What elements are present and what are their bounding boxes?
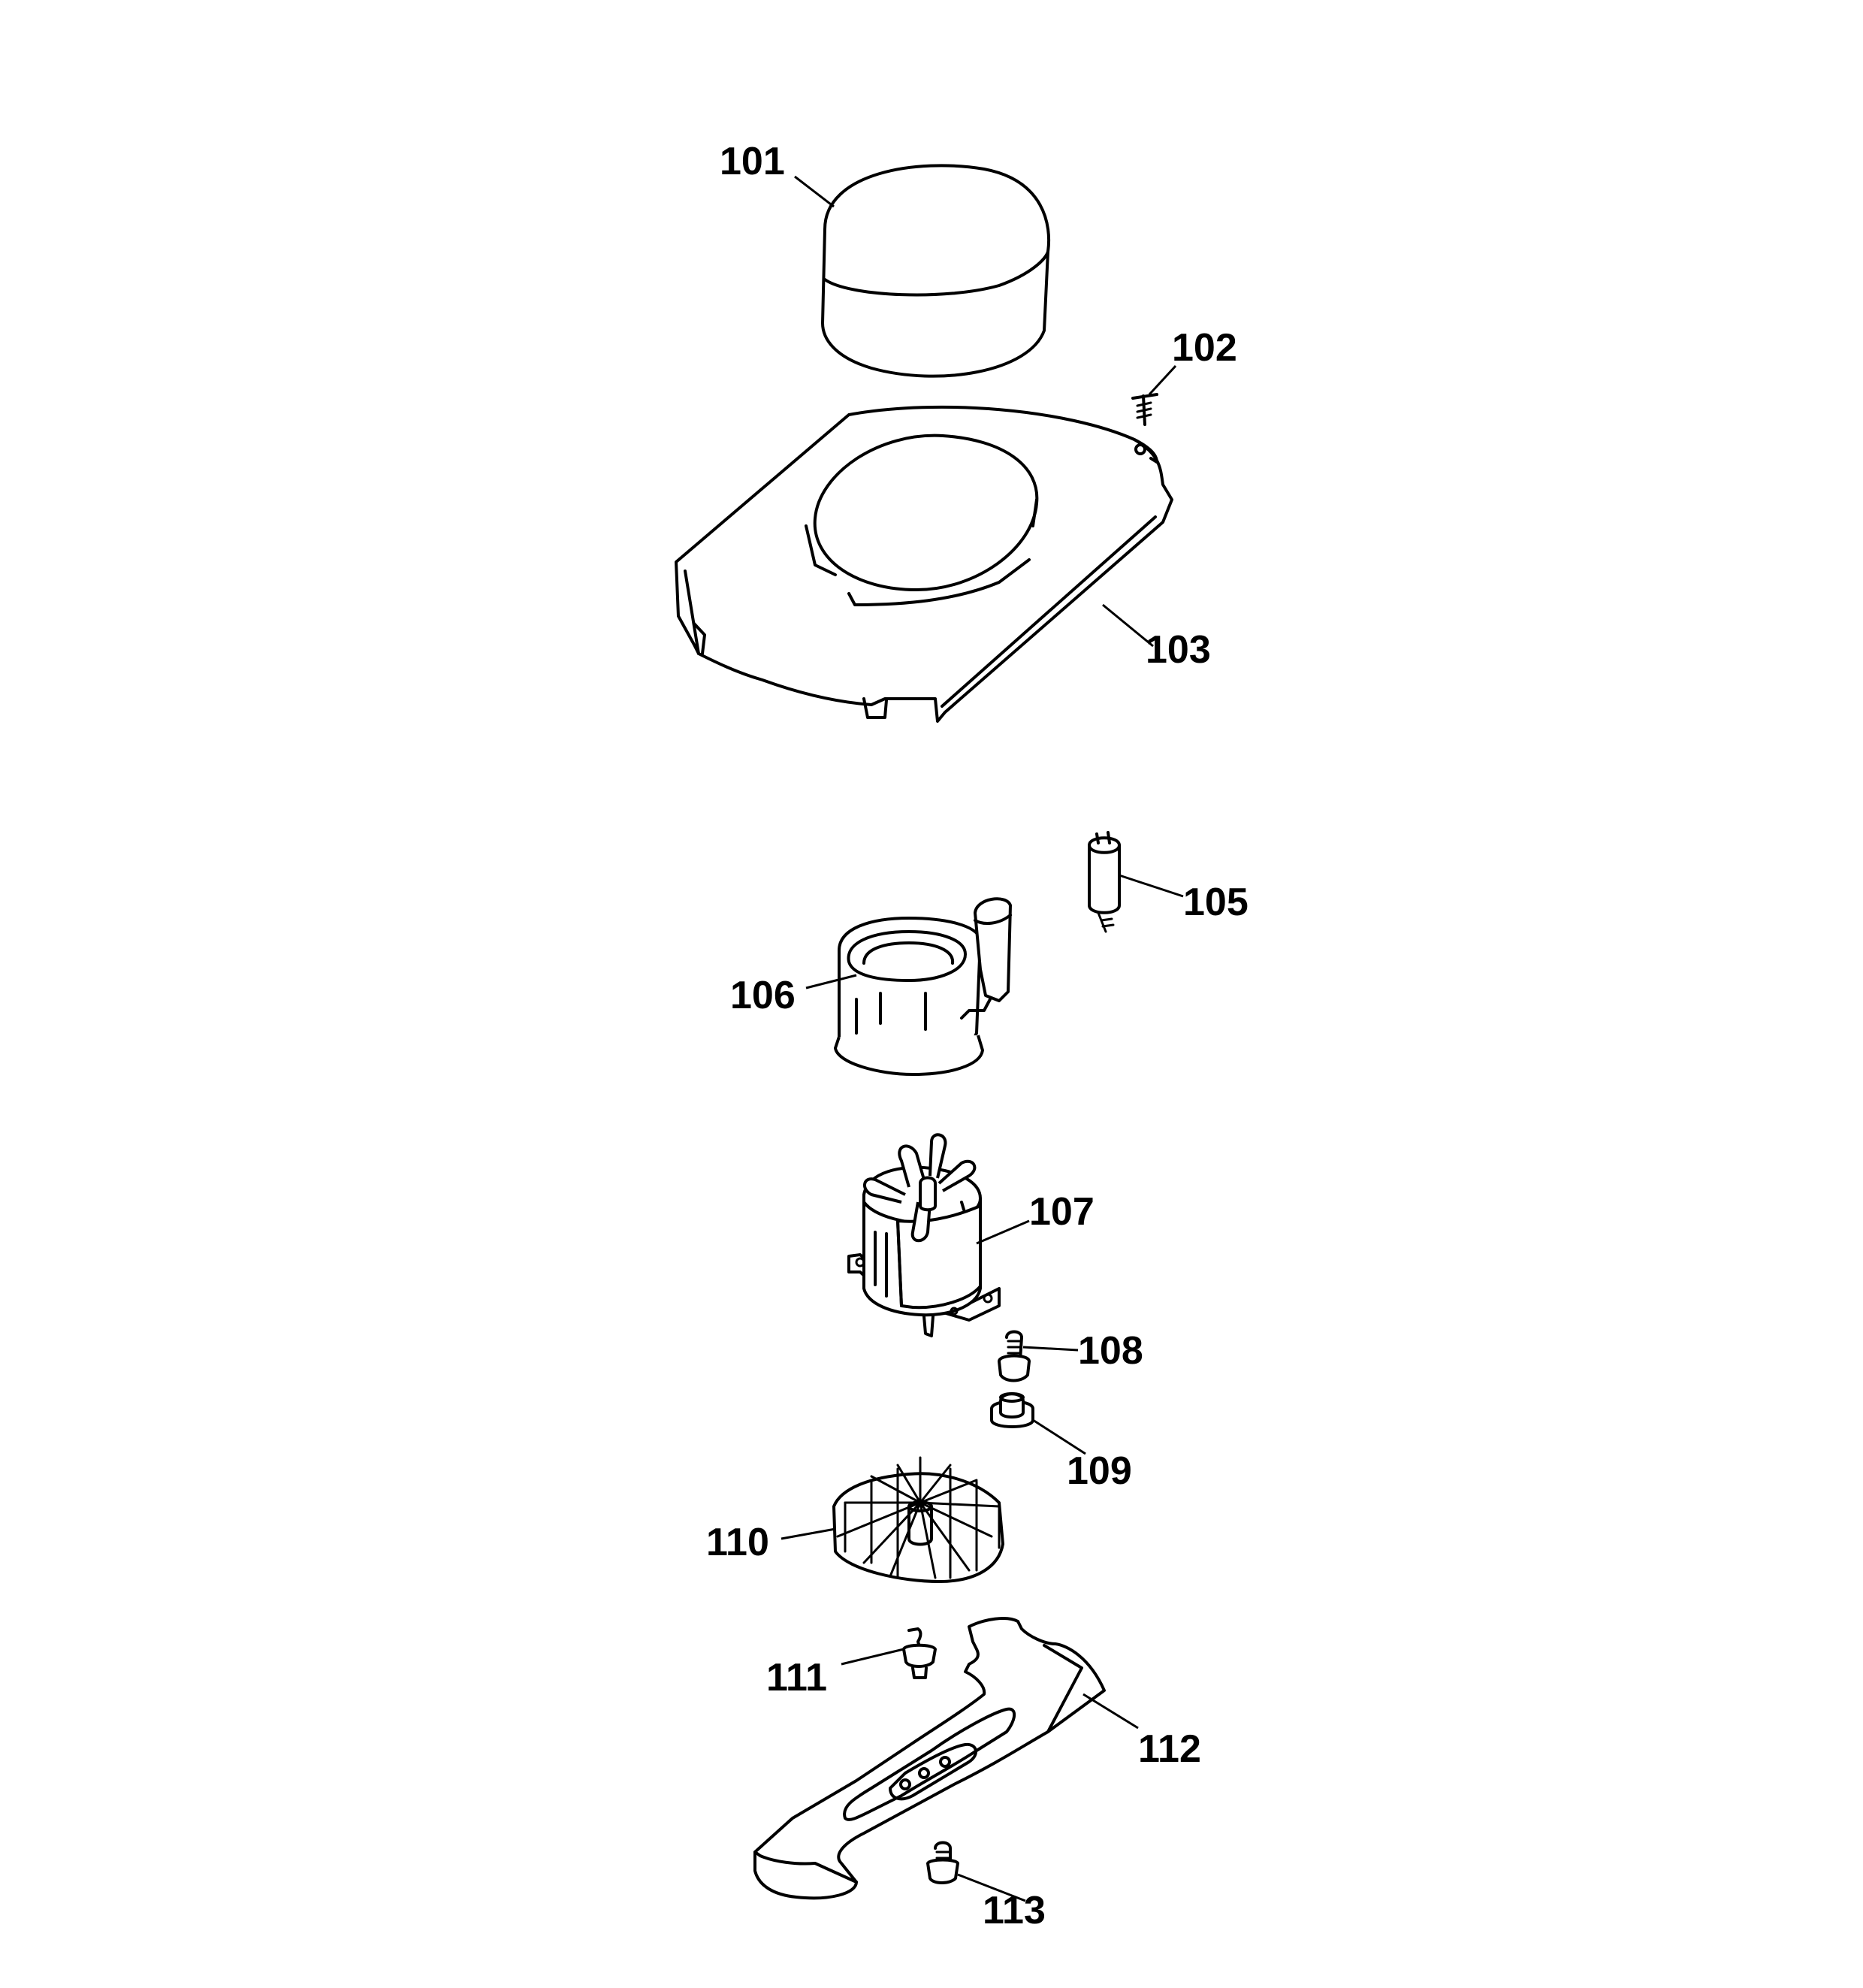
part-102-screw	[1131, 393, 1158, 426]
part-101-filter-cap	[821, 164, 1051, 378]
label-101: 101	[720, 140, 785, 183]
leader-102	[1148, 364, 1177, 396]
part-113-bolt	[926, 1841, 959, 1884]
part-110-fan	[832, 1456, 1004, 1583]
label-103: 103	[1146, 628, 1211, 672]
part-108-bolt	[998, 1330, 1031, 1382]
part-105-capacitor	[1088, 831, 1121, 933]
part-111-screw	[902, 1627, 937, 1679]
part-labels: 101 102 103 105 106 107 108 109 110 111 …	[706, 140, 1249, 1932]
label-108: 108	[1078, 1329, 1143, 1373]
leader-112	[1082, 1693, 1139, 1730]
label-110: 110	[706, 1521, 769, 1564]
leader-113	[957, 1873, 1026, 1902]
leader-106	[805, 974, 857, 989]
leader-107	[976, 1219, 1030, 1245]
label-109: 109	[1067, 1449, 1132, 1493]
label-102: 102	[1172, 326, 1237, 370]
leader-108	[1022, 1346, 1079, 1352]
label-111: 111	[766, 1656, 827, 1699]
label-105: 105	[1183, 881, 1249, 924]
leader-111	[841, 1648, 904, 1666]
label-107: 107	[1029, 1190, 1095, 1234]
part-109-bushing	[990, 1392, 1034, 1428]
label-106: 106	[730, 974, 796, 1017]
leader-109	[1032, 1418, 1086, 1455]
leader-103	[1102, 603, 1154, 648]
leader-101	[794, 175, 835, 208]
leader-105	[1119, 874, 1184, 898]
leader-110	[781, 1527, 836, 1540]
part-112-blade	[753, 1617, 1106, 1900]
part-103-housing-cover	[675, 405, 1173, 723]
leader-lines	[781, 175, 1184, 1902]
part-107-motor	[847, 1133, 1001, 1337]
label-113: 113	[983, 1889, 1046, 1932]
part-106-motor-cover	[834, 897, 1012, 1076]
label-112: 112	[1138, 1727, 1201, 1771]
